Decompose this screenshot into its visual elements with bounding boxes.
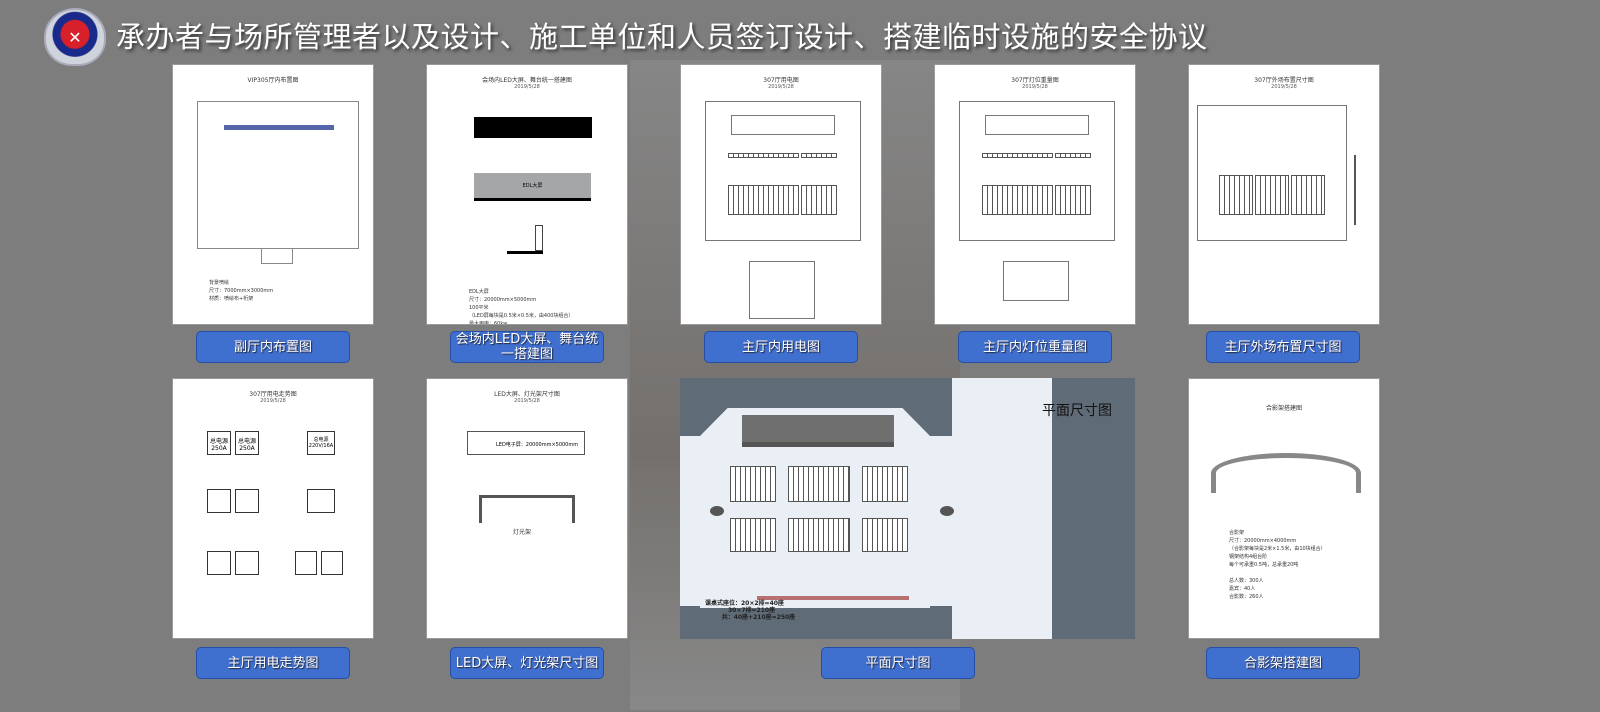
plan-title: 平面尺寸图 — [1042, 403, 1112, 419]
header: ✕ 承办者与场所管理者以及设计、施工单位和人员签订设计、搭建临时设施的安全协议 — [0, 0, 1600, 66]
emblem-logo: ✕ — [44, 8, 106, 66]
power-box: 总电源 250A — [235, 431, 259, 455]
doc-title: 会场内LED大屏、舞台统一搭建图 — [482, 77, 572, 84]
legend-box — [749, 261, 815, 319]
doc-led-stage[interactable]: 会场内LED大屏、舞台统一搭建图 2019/5/28 EDL大屏 EDL大屏 尺… — [426, 64, 628, 325]
doc-led-truss[interactable]: LED大屏、灯光架尺寸图 2019/5/28 LED电子屏：20000mm×50… — [426, 378, 628, 639]
doc-vip305-layout[interactable]: VIP305厅内布置图 背景喷绘 尺寸：7000mm×3000mm 材质：喷绘布… — [172, 64, 374, 325]
doc-title: 307厅用电图 — [763, 77, 799, 84]
doc-date: 2019/5/28 — [514, 84, 540, 90]
btn-main-hall-power[interactable]: 主厅内用电图 — [704, 331, 858, 363]
photo-stand — [757, 596, 909, 600]
door — [261, 248, 293, 264]
doc-floor-plan[interactable]: 平面尺寸图 课桌式座位：20×2排=40座 30×7排=210座 共：40座+2… — [680, 378, 1135, 639]
doc-title: 合影架搭建图 — [1265, 405, 1302, 412]
doc-title: LED大屏、灯光架尺寸图 — [494, 391, 560, 398]
legend-box — [1003, 261, 1069, 301]
doc-title: VIP305厅内布置图 — [247, 77, 299, 84]
btn-led-stage[interactable]: 会场内LED大屏、舞台统一搭建图 — [450, 331, 604, 363]
truss — [479, 495, 575, 523]
power-box: 总电源 250A — [207, 431, 231, 455]
btn-photo-stand[interactable]: 合影架搭建图 — [1206, 647, 1360, 679]
backdrop — [224, 125, 334, 130]
led-screen: LED电子屏：20000mm×5000mm — [467, 431, 585, 455]
btn-power-flow[interactable]: 主厅用电走势图 — [196, 647, 350, 679]
doc-main-hall-power[interactable]: 307厅用电图 2019/5/28 — [680, 64, 882, 325]
room-outline — [197, 101, 359, 249]
led-front-view: EDL大屏 — [474, 173, 591, 201]
btn-floor-plan[interactable]: 平面尺寸图 — [821, 647, 975, 679]
doc-photo-stand[interactable]: 合影架搭建图 合影架 尺寸：20000mm×4000mm （合影架每块是2米×1… — [1188, 378, 1380, 639]
doc-title: 307厅外场布置尺寸图 — [1254, 77, 1314, 84]
stand-arc — [1211, 453, 1361, 493]
doc-title: 307厅灯位重量图 — [1011, 77, 1059, 84]
doc-outer-layout[interactable]: 307厅外场布置尺寸图 2019/5/28 — [1188, 64, 1380, 325]
btn-led-truss[interactable]: LED大屏、灯光架尺寸图 — [450, 647, 604, 679]
btn-outer-layout[interactable]: 主厅外场布置尺寸图 — [1206, 331, 1360, 363]
stage — [742, 415, 894, 447]
power-box: 总电源 220V/16A — [307, 431, 335, 455]
btn-main-hall-lights[interactable]: 主厅内灯位重量图 — [958, 331, 1112, 363]
doc-main-hall-lights[interactable]: 307厅灯位重量图 2019/5/28 — [934, 64, 1136, 325]
doc-power-flow[interactable]: 307厅用电走势图 2019/5/28 总电源 250A 总电源 250A 总电… — [172, 378, 374, 639]
doc-title: 307厅用电走势图 — [249, 391, 297, 398]
page-title: 承办者与场所管理者以及设计、施工单位和人员签订设计、搭建临时设施的安全协议 — [116, 20, 1208, 54]
led-side-view — [474, 117, 592, 138]
btn-side-hall-layout[interactable]: 副厅内布置图 — [196, 331, 350, 363]
